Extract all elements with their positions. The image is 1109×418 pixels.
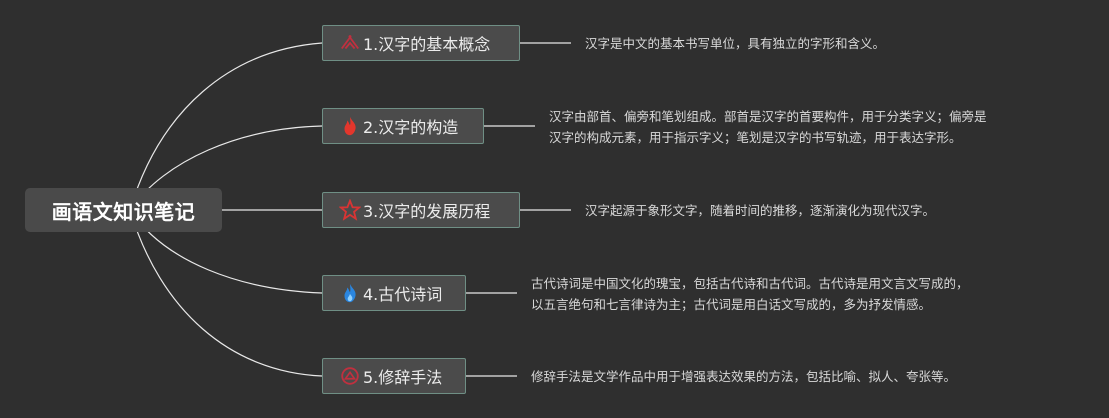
flame-blue-icon [339,282,361,304]
root-topic[interactable]: 画语文知识笔记 [25,188,222,232]
topic-ancient-poetry[interactable]: 4.古代诗词 [322,275,466,311]
topic-label: 5.修辞手法 [363,368,443,387]
branch-line-5 [129,209,323,377]
note-line: 修辞手法是文学作品中用于增强表达效果的方法，包括比喻、拟人、夸张等。 [531,369,957,384]
topic-note: 汉字由部首、偏旁和笔划组成。部首是汉字的首要构件，用于分类字义；偏旁是 汉字的构… [549,106,987,148]
note-line: 古代诗词是中国文化的瑰宝，包括古代诗和古代词。古代诗是用文言文写成的， [531,276,969,291]
topic-note: 古代诗词是中国文化的瑰宝，包括古代诗和古代词。古代诗是用文言文写成的， 以五言绝… [531,273,969,315]
star-icon [339,199,361,221]
topic-label: 4.古代诗词 [363,285,443,304]
branch-line-1 [129,42,323,211]
topic-label: 1.汉字的基本概念 [363,35,491,54]
topic-note: 汉字起源于象形文字，随着时间的推移，逐渐演化为现代汉字。 [585,200,935,221]
topic-note: 汉字是中文的基本书写单位，具有独立的字形和含义。 [585,33,885,54]
topic-structure[interactable]: 2.汉字的构造 [322,108,484,144]
topic-note: 修辞手法是文学作品中用于增强表达效果的方法，包括比喻、拟人、夸张等。 [531,366,956,387]
topic-rhetoric[interactable]: 5.修辞手法 [322,358,466,394]
topic-history[interactable]: 3.汉字的发展历程 [322,192,520,228]
fire-icon [339,115,361,137]
note-line: 汉字是中文的基本书写单位，具有独立的字形和含义。 [585,36,886,51]
topic-label: 3.汉字的发展历程 [363,202,491,221]
note-line: 汉字的构成元素，用于指示字义；笔划是汉字的书写轨迹，用于表达字形。 [549,130,962,145]
topic-label: 2.汉字的构造 [363,118,459,137]
note-line: 以五言绝句和七言律诗为主；古代词是用白话文写成的，多为抒发情感。 [531,297,932,312]
badge-icon [339,365,361,387]
topic-basic-concept[interactable]: 1.汉字的基本概念 [322,25,520,61]
note-line: 汉字由部首、偏旁和笔划组成。部首是汉字的首要构件，用于分类字义；偏旁是 [549,109,987,124]
note-line: 汉字起源于象形文字，随着时间的推移，逐渐演化为现代汉字。 [585,203,936,218]
hat-icon [339,32,361,54]
